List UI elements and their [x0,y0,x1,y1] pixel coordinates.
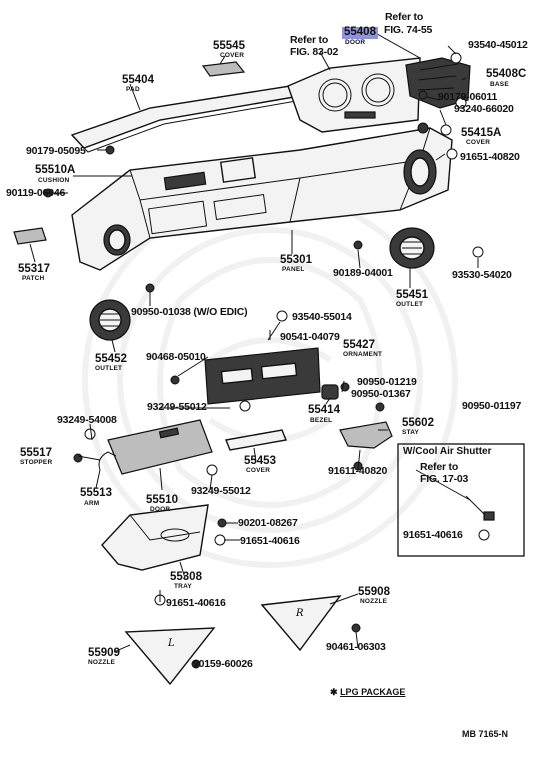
part-55453-label: 55453 [244,455,276,467]
part-55452-desc: OUTLET [95,365,123,372]
part-90950-01197-label: 90950-01197 [462,400,522,412]
part-55909-desc: NOZZLE [88,659,116,666]
part-55301-desc: PANEL [282,266,305,273]
part-55408-label: 55408 [342,26,378,39]
cool-air-shutter-box [397,443,525,557]
ornament-part [204,347,321,405]
lpg-asterisk-icon: ✱ [330,687,338,697]
part-55909-label: 55909 [88,647,120,659]
part-55451-desc: OUTLET [396,301,424,308]
part-55404-label: 55404 [122,74,154,86]
part-55545-desc: COVER [220,52,245,59]
part-90179-05095-label: 90179-05095 [26,145,86,157]
part-90541-04079-label: 90541-04079 [280,331,340,343]
part-55513-desc: ARM [84,500,100,507]
part-90950-01367-label: 90950-01367 [351,388,411,400]
part-90950-01038-label: 90950-01038 (W/O EDIC) [131,306,248,318]
nozzle-55908-part [260,595,342,652]
refer-fig83-b-label: FIG. 83-02 [290,46,339,58]
svg-text:R: R [295,608,304,619]
cool-air-refer-fig-label: FIG. 17-03 [420,473,469,485]
part-91611-40820-label: 91611-40820 [328,465,388,477]
part-55510-desc: DOOR [150,506,171,513]
part-55415a-desc: COVER [466,139,491,146]
part-91651-40616-a-label: 91651-40616 [240,535,300,547]
part-55408-desc: DOOR [345,39,366,46]
part-93540-45012-label: 93540-45012 [468,39,528,51]
dashboard-panel-part [71,127,453,271]
part-93240-66020-label: 93240-66020 [454,103,514,115]
part-55517-label: 55517 [20,447,52,459]
part-55517-desc: STOPPER [20,459,53,466]
fastener-symbols [84,52,490,606]
cover-55545-part [201,61,246,77]
patch-part [13,227,47,245]
part-55451-label: 55451 [396,289,428,301]
bezel-part [321,384,339,400]
cool-air-box-title: W/Cool Air Shutter [403,446,492,457]
footer-code: MB 7165-N [462,729,509,739]
part-90201-08267-label: 90201-08267 [238,517,298,529]
part-55408c-label: 55408C [486,68,527,80]
part-93249-54008-label: 93249-54008 [57,414,117,426]
stay-part [339,421,393,449]
part-55602-desc: STAY [402,429,420,436]
part-91651-40820-label: 91651-40820 [460,151,520,163]
part-55513-label: 55513 [80,487,112,499]
refer-fig74-label: Refer to [385,11,424,23]
part-55408c-desc: BASE [490,81,509,88]
refer-fig83-label: Refer to [290,34,329,46]
part-55414-label: 55414 [308,404,340,416]
part-93249-55012-b-label: 93249-55012 [191,485,251,497]
glovebox-door-part [107,419,213,475]
part-55908-label: 55908 [358,586,390,598]
part-90468-05010-label: 90468-05010 [146,351,206,363]
cool-air-part-label: 91651-40616 [403,529,463,541]
part-90159-60026-label: 90159-60026 [193,658,253,670]
part-90179-06011-label: 90179-06011 [438,91,498,103]
part-55308-desc: TRAY [174,583,192,590]
part-55404-desc: PAD [126,86,140,93]
svg-text:L: L [167,638,175,649]
part-91651-40616-b-label: 91651-40616 [166,597,226,609]
part-93249-55012-a-label: 93249-55012 [147,401,207,413]
refer-fig74-b-label: FIG. 74-55 [384,24,433,36]
part-55510-label: 55510 [146,494,178,506]
part-55317-label: 55317 [18,263,50,275]
part-90461-06303-label: 90461-06303 [326,641,386,653]
part-55427-label: 55427 [343,339,375,351]
part-55415a-label: 55415A [461,127,502,139]
arm-part [98,451,117,471]
part-55414-desc: BEZEL [310,417,333,424]
part-55308-label: 55308 [170,571,202,583]
part-93540-55014-label: 93540-55014 [292,311,352,323]
lpg-package-text: LPG PACKAGE [340,687,406,697]
part-90950-01219-label: 90950-01219 [357,376,417,388]
part-90189-04001-label: 90189-04001 [333,267,393,279]
part-55908-desc: NOZZLE [360,598,388,605]
tray-part [101,504,209,571]
leader-lines [29,29,479,668]
cover-55453-part [225,429,287,451]
part-55317-desc: PATCH [22,275,45,282]
part-55427-desc: ORNAMENT [343,351,383,358]
cluster-panel-part [287,57,421,133]
part-55510a-label: 55510A [35,164,76,176]
cool-air-refer-label: Refer to [420,461,459,473]
part-55301-label: 55301 [280,254,312,266]
nozzle-55909-part [124,627,216,686]
part-55545-label: 55545 [213,40,245,52]
part-90119-06046-label: 90119-06046 [6,187,66,199]
part-55453-desc: COVER [246,467,271,474]
part-55452-label: 55452 [95,353,127,365]
part-55602-label: 55602 [402,417,434,429]
lpg-package-label: ✱ LPG PACKAGE [330,688,405,697]
part-93530-54020-label: 93530-54020 [452,269,512,281]
outlet-55451-part [389,227,435,269]
part-55510a-desc: CUSHION [38,177,70,184]
pad-part [70,85,302,149]
outlet-55452-part [89,299,131,341]
